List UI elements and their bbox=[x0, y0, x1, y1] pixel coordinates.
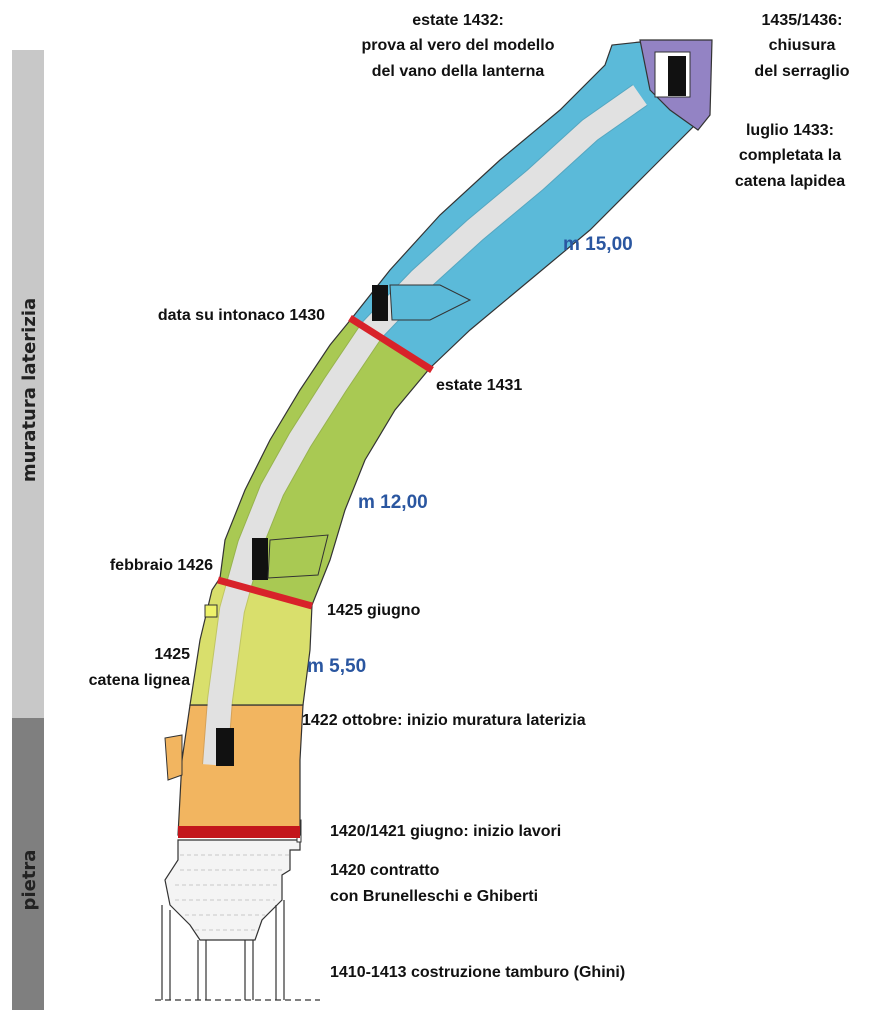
closure-label-2: chiusura bbox=[769, 37, 836, 54]
start-works-label: 1420/1421 giugno: inizio lavori bbox=[330, 823, 561, 840]
lantern-label-2: prova al vero del modello bbox=[362, 37, 555, 54]
contract-label-1: 1420 contratto bbox=[330, 862, 440, 879]
measure-5m: m 5,50 bbox=[307, 656, 366, 677]
measure-12m: m 12,00 bbox=[358, 492, 428, 513]
red-line-1421 bbox=[178, 826, 300, 838]
closure-label-1: 1435/1436: bbox=[762, 12, 843, 29]
summer-1431-label: estate 1431 bbox=[436, 377, 522, 394]
lantern-label-3: del vano della lanterna bbox=[372, 63, 545, 80]
drum-stone-base bbox=[155, 819, 320, 1001]
brick-masonry-bar bbox=[12, 50, 44, 718]
plaster-date-label: data su intonaco 1430 bbox=[158, 307, 325, 324]
inner-cavity bbox=[203, 85, 647, 766]
wood-chain-label-1: 1425 bbox=[154, 646, 190, 663]
oct-1422-label: 1422 ottobre: inizio muratura laterizia bbox=[302, 712, 586, 729]
stone-label: pietra bbox=[19, 850, 40, 911]
feb-1426-label: febbraio 1426 bbox=[110, 557, 213, 574]
band-1420-1422 bbox=[177, 704, 304, 836]
measure-15m: m 15,00 bbox=[563, 234, 633, 255]
stone-chain-label-2: completata la bbox=[739, 147, 841, 164]
lantern-label-1: estate 1432: bbox=[412, 12, 504, 29]
stone-bar bbox=[12, 718, 44, 1010]
red-line-1425 bbox=[217, 576, 313, 610]
stone-chain-label-1: luglio 1433: bbox=[746, 122, 834, 139]
brick-masonry-label: muratura laterizia bbox=[19, 298, 40, 482]
wood-chain-label-2: catena lignea bbox=[89, 672, 190, 689]
stone-chain-label-3: catena lapidea bbox=[735, 173, 845, 190]
closure-label-3: del serraglio bbox=[754, 63, 849, 80]
red-line-1431 bbox=[348, 315, 434, 373]
drum-label: 1410-1413 costruzione tamburo (Ghini) bbox=[330, 964, 625, 981]
june-1425-label: 1425 giugno bbox=[327, 602, 421, 619]
contract-label-2: con Brunelleschi e Ghiberti bbox=[330, 888, 538, 905]
